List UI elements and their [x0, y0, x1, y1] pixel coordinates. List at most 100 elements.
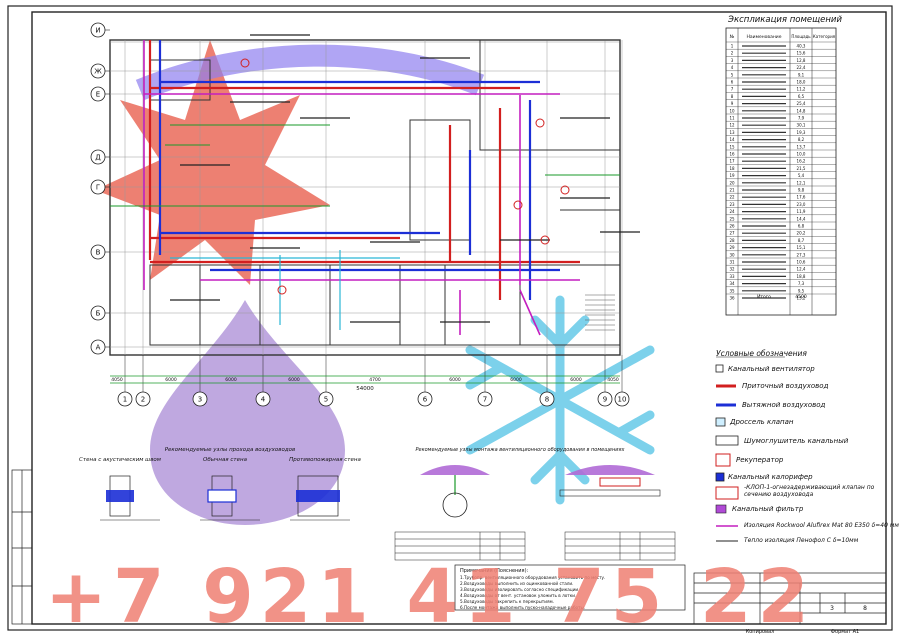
explication-table: Экспликация помещений № Наименование Пло… — [725, 15, 842, 316]
legend-symbols — [715, 356, 785, 542]
explication-row-area: 30,1 — [797, 123, 806, 128]
explication-row-area: 9,5 — [798, 288, 805, 293]
notes-line-1: 1.Трубопр. вентиляционного оборудования … — [460, 575, 605, 580]
total-dimension: 54000 — [356, 386, 374, 392]
explication-row-area: 12,8 — [797, 58, 806, 63]
notes-line-3: 3.Воздуховоды изолировать согласно специ… — [460, 587, 579, 592]
explication-header-category: Категория — [813, 34, 836, 39]
explication-row-number: 22 — [729, 195, 735, 200]
legend-item-insulation: Изоляция Rockwool Alufirex Mat 80 E350 δ… — [744, 522, 899, 529]
explication-row-number: 26 — [729, 224, 735, 229]
notes-block: Примечания (Пояснения): 1.Трубопр. венти… — [454, 564, 686, 611]
explication-total-label: Итого — [757, 294, 771, 300]
explication-row-number: 15 — [729, 144, 735, 149]
explication-row-area: 11,2 — [797, 87, 806, 92]
explication-row-area: 9,8 — [798, 188, 805, 193]
explication-row-area: 20,2 — [797, 231, 806, 236]
explication-row-number: 5 — [731, 72, 734, 77]
explication-row-area: 12,4 — [797, 267, 806, 272]
stamp-copied: Копировал — [746, 629, 775, 635]
row-axis-5: Г — [90, 179, 110, 195]
explication-row-number: 16 — [729, 152, 735, 157]
row-axis-label: И — [95, 27, 100, 35]
notes-line-2: 2.Воздуховоды выполнить из оцинкованной … — [460, 581, 573, 586]
explication-header-area: Площадь — [791, 34, 811, 39]
column-axis-7: 7 — [477, 355, 493, 407]
explication-row-area: 16,2 — [797, 159, 806, 164]
floor-plan — [109, 34, 640, 356]
explication-total-value: 4500 — [795, 294, 807, 300]
explication-row-number: 20 — [729, 180, 735, 185]
explication-header-no: № — [730, 34, 735, 40]
recuperator-symbol-icon — [715, 453, 731, 467]
legend-title: Условные обозначения — [716, 349, 807, 358]
explication-row-number: 18 — [729, 166, 735, 171]
column-axis-label: 9 — [603, 396, 607, 404]
explication-row-number: 2 — [731, 51, 734, 56]
row-axis-label: Ж — [94, 68, 102, 76]
explication-row-number: 29 — [729, 245, 735, 250]
explication-row-area: 14,4 — [797, 216, 806, 221]
row-axis-1: И — [90, 22, 110, 38]
detail-wall-3-title: Противопожарная стена — [289, 457, 361, 463]
explication-row-area: 5,4 — [798, 173, 805, 178]
drop-watermark-icon — [150, 300, 345, 525]
stamp-format: Формат А1 — [831, 629, 859, 635]
row-axis-2: Ж — [90, 63, 110, 79]
column-axis-label: 4 — [261, 396, 266, 404]
column-axis-5: 5 — [318, 355, 334, 407]
detail-wall-1-title: Стена с акустическим швом — [79, 457, 161, 463]
explication-row-area: 21,5 — [797, 166, 806, 171]
explication-row-area: 12,1 — [797, 180, 806, 185]
notes-line-4: 4.Воздуховоды от вент. установок уложить… — [460, 593, 576, 598]
star-watermark-icon — [95, 40, 330, 285]
column-axis-label: 7 — [483, 396, 487, 404]
stamp-sheet-number: 3 — [830, 605, 834, 612]
explication-row-number: 8 — [731, 94, 734, 99]
explication-row-number: 24 — [729, 209, 735, 214]
row-axis-label: Б — [96, 310, 101, 318]
column-axis-2: 2 — [135, 355, 151, 407]
explication-row-area: 7,9 — [798, 116, 805, 121]
explication-row-number: 7 — [731, 87, 734, 92]
sheet-frame — [7, 5, 893, 631]
explication-row-number: 36 — [729, 296, 735, 301]
binding-strip — [11, 469, 33, 625]
explication-row-area: 14,8 — [797, 108, 806, 113]
column-axis-10: 10 — [614, 355, 630, 407]
explication-row-area: 13,2 — [797, 296, 806, 301]
legend-item-recuperator: Рекуператор — [736, 456, 784, 464]
dimension-label: 4050 — [111, 377, 123, 383]
column-axis-8: 8 — [539, 355, 555, 407]
explication-row-area: 6,8 — [798, 224, 805, 229]
explication-row-area: 19,3 — [797, 130, 806, 135]
phone-watermark: +7 921 41 75 22 — [45, 554, 815, 637]
explication-row-number: 34 — [729, 281, 735, 286]
explication-row-number: 23 — [729, 202, 735, 207]
dimension-label: 4700 — [369, 377, 381, 383]
explication-row-area: 40,3 — [797, 44, 806, 49]
explication-row-number: 14 — [729, 137, 735, 142]
arc-watermark-icon — [135, 44, 485, 101]
column-axis-label: 5 — [324, 396, 328, 404]
row-axis-3: Е — [90, 86, 110, 102]
explication-row-number: 11 — [729, 116, 735, 121]
row-axis-8: А — [90, 339, 110, 355]
explication-row-number: 30 — [729, 252, 735, 257]
explication-row-number: 32 — [729, 267, 735, 272]
column-axis-label: 6 — [423, 396, 428, 404]
explication-row-area: 25,4 — [797, 101, 806, 106]
row-axis-label: А — [96, 344, 101, 352]
heater-symbol-icon — [715, 472, 725, 482]
explication-row-number: 35 — [729, 288, 735, 293]
passage-details: Рекомендуемые узлы прохода воздуховодов … — [79, 447, 661, 521]
explication-row-number: 4 — [731, 65, 734, 70]
detail-wall-2-title: Обычная стена — [203, 457, 248, 463]
fan-symbol-icon — [715, 364, 724, 373]
explication-row-number: 28 — [729, 238, 735, 243]
column-axis-4: 4 — [255, 355, 271, 407]
explication-row-number: 33 — [729, 274, 735, 279]
legend-item-fire-valve: -КЛОП-1-огнезадерживающий клапан по сече… — [744, 484, 875, 498]
